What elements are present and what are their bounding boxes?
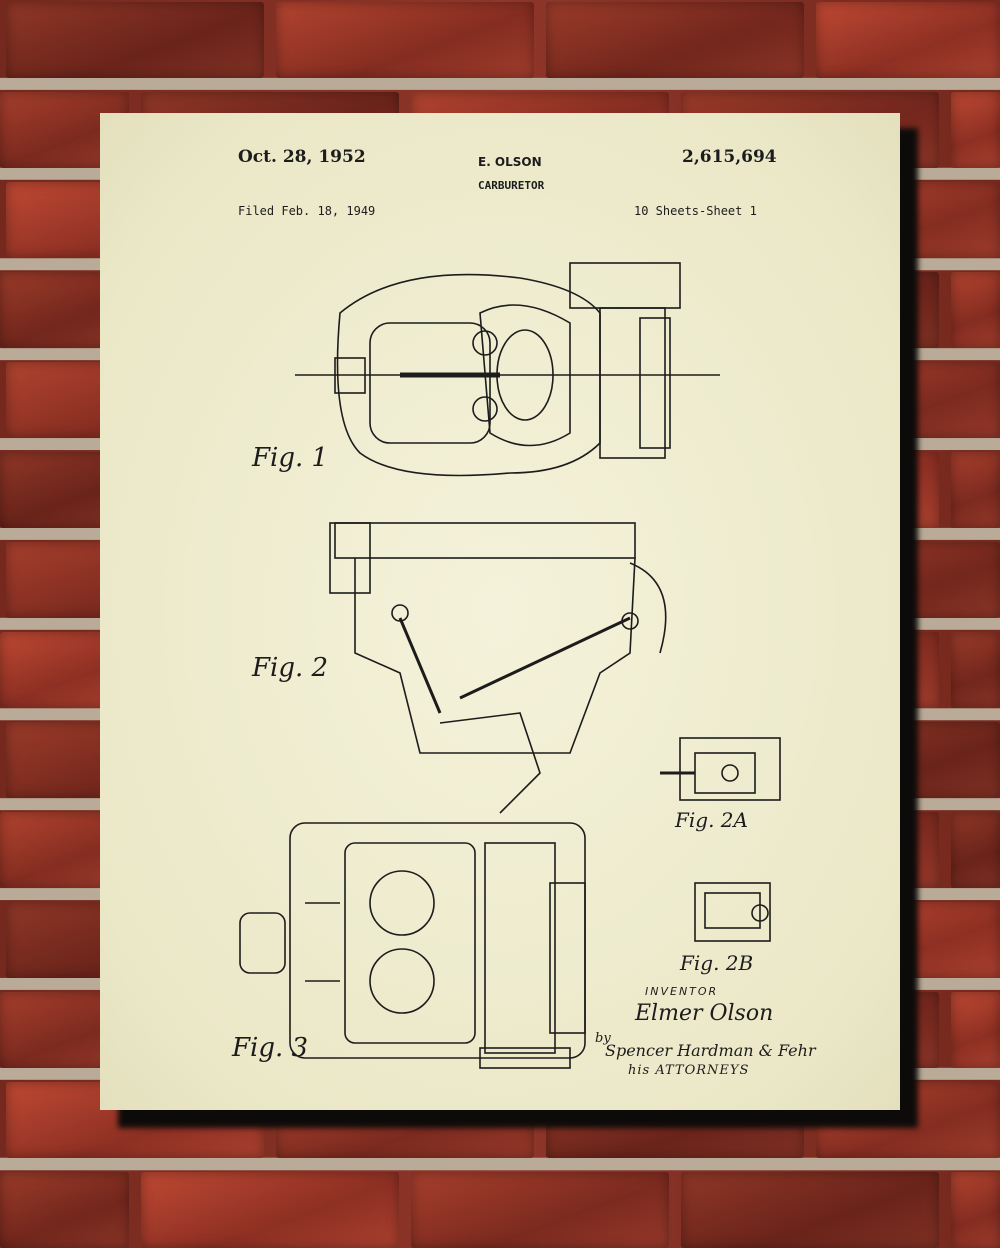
brick	[951, 272, 1000, 348]
patent-number: 2,615,694	[682, 147, 777, 167]
fig3-drawing	[239, 822, 586, 1069]
fig3-label: Fig. 3	[232, 1033, 309, 1063]
fig2-drawing	[329, 522, 667, 814]
inventor-header: E. OLSON	[478, 155, 542, 169]
brick	[951, 92, 1000, 168]
brick	[6, 2, 264, 78]
brick	[951, 812, 1000, 888]
patent-date: Oct. 28, 1952	[238, 147, 366, 167]
brick	[546, 2, 804, 78]
brick	[951, 1172, 1000, 1248]
brick	[141, 1172, 399, 1248]
patent-drawings	[239, 262, 781, 1069]
patent-poster: Oct. 28, 1952 E. OLSON CARBURETOR 2,615,…	[100, 113, 900, 1110]
attorneys-label: his ATTORNEYS	[628, 1063, 750, 1078]
brick	[0, 1172, 129, 1248]
inventor-label: INVENTOR	[645, 985, 719, 998]
fig2b-drawing	[694, 882, 771, 942]
filed-date: Filed Feb. 18, 1949	[238, 204, 376, 218]
brick	[816, 2, 1000, 78]
fig2b-label: Fig. 2B	[680, 951, 754, 975]
brick	[951, 992, 1000, 1068]
brick	[951, 632, 1000, 708]
sheet-count: 10 Sheets-Sheet 1	[634, 204, 757, 218]
fig2a-drawing	[660, 737, 781, 801]
fig1-drawing	[295, 262, 720, 477]
patent-title: CARBURETOR	[478, 179, 545, 192]
brick	[411, 1172, 669, 1248]
fig2-label: Fig. 2	[252, 653, 329, 683]
by-label: by	[595, 1031, 611, 1046]
inventor-signature: Elmer Olson	[635, 1001, 774, 1026]
brick	[276, 2, 534, 78]
fig2a-label: Fig. 2A	[675, 808, 748, 832]
attorneys-signature: Spencer Hardman & Fehr	[605, 1041, 816, 1060]
brick	[681, 1172, 939, 1248]
fig1-label: Fig. 1	[252, 443, 329, 473]
brick	[951, 452, 1000, 528]
